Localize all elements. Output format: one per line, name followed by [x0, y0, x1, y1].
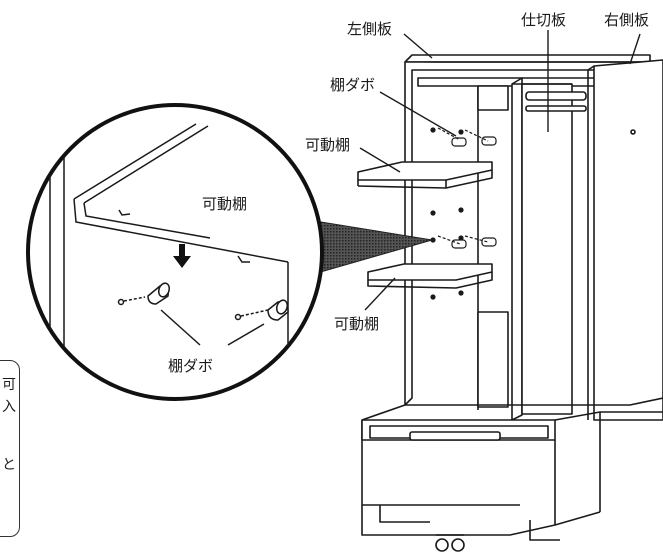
lower-movable-shelf-label: 可動棚 [334, 315, 380, 333]
partition-panel-label: 仕切板 [521, 11, 567, 29]
lower-shelf-shape [367, 263, 493, 281]
upper-movable-shelf-label: 可動棚 [305, 136, 351, 154]
insert-arrow [173, 244, 191, 268]
left-side-panel-label: 左側板 [347, 20, 393, 38]
note-fragment: と [2, 457, 16, 473]
lower-shelf-leader [364, 277, 396, 311]
note-box [0, 360, 20, 537]
upper-shelf-leader [359, 147, 401, 173]
left-side-panel-shape [404, 54, 651, 63]
note-fragment: 入 [2, 399, 16, 415]
right-side-panel-leader [629, 33, 641, 65]
upper-shelf-shape [357, 161, 493, 181]
left-side-panel-leader [403, 33, 433, 59]
shelf-pin-leader [379, 91, 457, 137]
magnified-inset-circle [26, 103, 324, 401]
right-side-panel-shape [593, 59, 663, 421]
partition-panel-shape [511, 77, 523, 421]
right-side-panel-label: 右側板 [604, 11, 650, 29]
shelf-pin-label: 棚ダボ [330, 76, 376, 94]
inset-shelf-pin-label: 棚ダボ [168, 357, 214, 375]
inset-movable-shelf-label: 可動棚 [202, 195, 248, 213]
note-fragment: 可 [2, 377, 16, 393]
cabinet-drawing [357, 54, 663, 552]
